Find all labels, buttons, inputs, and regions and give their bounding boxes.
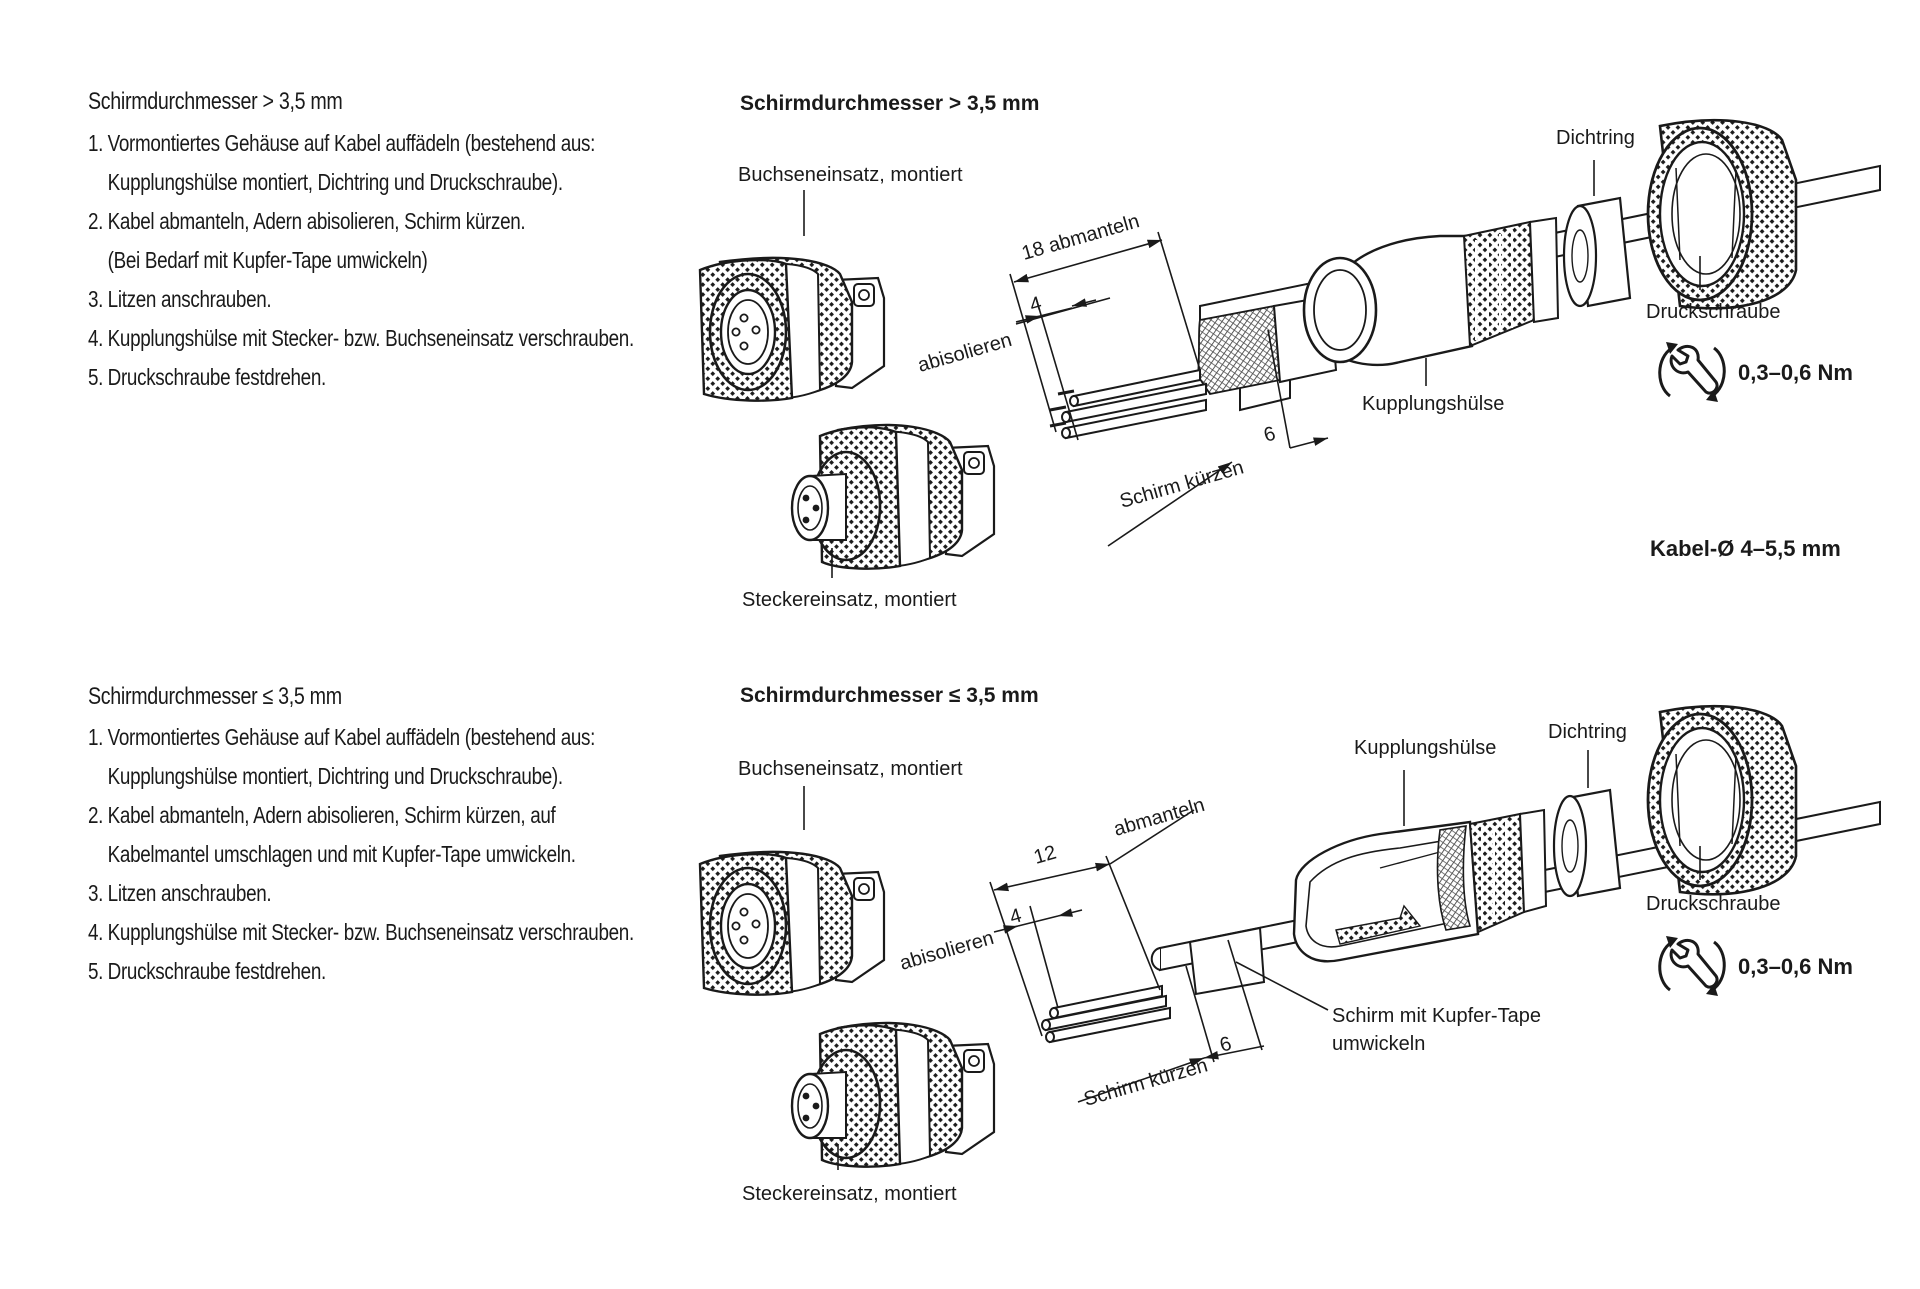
section-2-step-1: 1.Vormontiertes Gehäuse auf Kabel auffäd… [88, 718, 595, 796]
label-pressure-screw: Druckschraube [1646, 301, 1781, 323]
step-text-continued: Kabelmantel umschlagen und mit Kupfer-Ta… [107, 841, 576, 867]
diagram-bottom-title: Schirmdurchmesser ≤ 3,5 mm [740, 684, 1039, 707]
dim-shield-label: Schirm kürzen [1117, 456, 1246, 512]
step-text: Druckschraube festdrehen. [107, 364, 327, 390]
torque-icon [1658, 340, 1726, 404]
section-2-step-3: 3.Litzen anschrauben. [88, 874, 272, 913]
label-tape-line-1: Schirm mit Kupfer-Tape [1332, 1005, 1541, 1027]
step-number: 4. [88, 919, 104, 945]
plug-insert-drawing-2 [790, 1021, 996, 1168]
dimensions-bottom [989, 809, 1265, 1103]
step-text: Kupplungshülse mit Stecker- bzw. Buchsen… [107, 919, 635, 945]
step-number: 5. [88, 958, 104, 984]
diagram-top-title: Schirmdurchmesser > 3,5 mm [740, 92, 1039, 115]
label-pressure-screw-2: Druckschraube [1646, 893, 1781, 915]
socket-insert-drawing [698, 256, 886, 402]
section-2-step-4: 4.Kupplungshülse mit Stecker- bzw. Buchs… [88, 913, 634, 952]
section-1-step-2: 2.Kabel abmanteln, Adern abisolieren, Sc… [88, 202, 526, 280]
dim-insulate-value: 4 [1027, 293, 1044, 317]
section-1-step-5: 5.Druckschraube festdrehen. [88, 358, 326, 397]
dim-insulate-label: abisolieren [915, 329, 1014, 377]
plug-insert-drawing [790, 423, 996, 570]
dim-shield-label-2: Schirm kürzen [1081, 1054, 1210, 1110]
step-number: 2. [88, 208, 104, 234]
dim-strip-label-2: abmanteln [1111, 794, 1207, 841]
cable-diameter: Kabel-Ø 4–5,5 mm [1650, 536, 1841, 561]
step-text-continued: Kupplungshülse montiert, Dichtring und D… [107, 763, 563, 789]
diagram-bottom: Schirmdurchmesser ≤ 3,5 mm Buchseneinsat… [698, 684, 1881, 1205]
step-number: 2. [88, 802, 104, 828]
label-plug-insert: Steckereinsatz, montiert [742, 589, 957, 611]
step-number: 5. [88, 364, 104, 390]
label-seal-ring: Dichtring [1556, 127, 1635, 149]
section-1-step-3: 3.Litzen anschrauben. [88, 280, 272, 319]
coupling-sleeve-2 [1292, 808, 1548, 963]
dim-strip-value-2: 12 [1031, 842, 1058, 869]
label-socket-insert: Buchseneinsatz, montiert [738, 164, 963, 186]
section-2-step-2: 2.Kabel abmanteln, Adern abisolieren, Sc… [88, 796, 576, 874]
step-number: 3. [88, 286, 104, 312]
torque-value-2: 0,3–0,6 Nm [1738, 954, 1853, 979]
diagram-top: Schirmdurchmesser > 3,5 mm Buchseneinsat… [698, 92, 1881, 611]
cable-wires [1049, 368, 1207, 440]
label-coupling-sleeve-2: Kupplungshülse [1354, 737, 1496, 759]
torque-value: 0,3–0,6 Nm [1738, 360, 1853, 385]
section-1-heading: Schirmdurchmesser > 3,5 mm [88, 88, 343, 115]
section-1-step-4: 4.Kupplungshülse mit Stecker- bzw. Buchs… [88, 319, 634, 358]
section-1-step-1: 1.Vormontiertes Gehäuse auf Kabel auffäd… [88, 124, 595, 202]
step-text: Kupplungshülse mit Stecker- bzw. Buchsen… [107, 325, 635, 351]
section-2-heading: Schirmdurchmesser ≤ 3,5 mm [88, 683, 342, 710]
step-text: Druckschraube festdrehen. [107, 958, 327, 984]
pressure-screw-drawing [1646, 118, 1798, 314]
torque-icon-2 [1658, 934, 1726, 998]
step-text: Litzen anschrauben. [107, 286, 272, 312]
dim-insulate-value-2: 4 [1007, 905, 1024, 929]
label-tape-line-2: umwickeln [1332, 1033, 1425, 1055]
step-text: Litzen anschrauben. [107, 880, 272, 906]
cable-wires-2 [1041, 984, 1171, 1044]
seal-ring-2 [1552, 788, 1622, 898]
section-2-step-5: 5.Druckschraube festdrehen. [88, 952, 326, 991]
step-text-continued: (Bei Bedarf mit Kupfer-Tape umwickeln) [107, 247, 428, 273]
coupling-sleeve [1302, 216, 1560, 367]
step-text: Vormontiertes Gehäuse auf Kabel auffädel… [107, 724, 596, 750]
dim-insulate-label-2: abisolieren [897, 927, 996, 975]
dim-shield-value-2: 6 [1217, 1033, 1234, 1057]
cable-shield [1197, 304, 1281, 396]
step-text-continued: Kupplungshülse montiert, Dichtring und D… [107, 169, 563, 195]
socket-insert-drawing-2 [698, 850, 886, 996]
step-text: Kabel abmanteln, Adern abisolieren, Schi… [107, 802, 556, 828]
label-socket-insert-2: Buchseneinsatz, montiert [738, 758, 963, 780]
dim-strip-label: 18 abmanteln [1019, 210, 1142, 265]
step-number: 1. [88, 130, 104, 156]
dimensions-top [1009, 231, 1329, 547]
label-coupling-sleeve: Kupplungshülse [1362, 393, 1504, 415]
step-number: 1. [88, 724, 104, 750]
seal-ring [1562, 196, 1632, 308]
step-text: Vormontiertes Gehäuse auf Kabel auffädel… [107, 130, 596, 156]
pressure-screw-drawing-2 [1646, 704, 1798, 900]
label-plug-insert-2: Steckereinsatz, montiert [742, 1183, 957, 1205]
step-text: Kabel abmanteln, Adern abisolieren, Schi… [107, 208, 526, 234]
dim-shield-value: 6 [1261, 423, 1278, 447]
step-number: 3. [88, 880, 104, 906]
label-seal-ring-2: Dichtring [1548, 721, 1627, 743]
step-number: 4. [88, 325, 104, 351]
